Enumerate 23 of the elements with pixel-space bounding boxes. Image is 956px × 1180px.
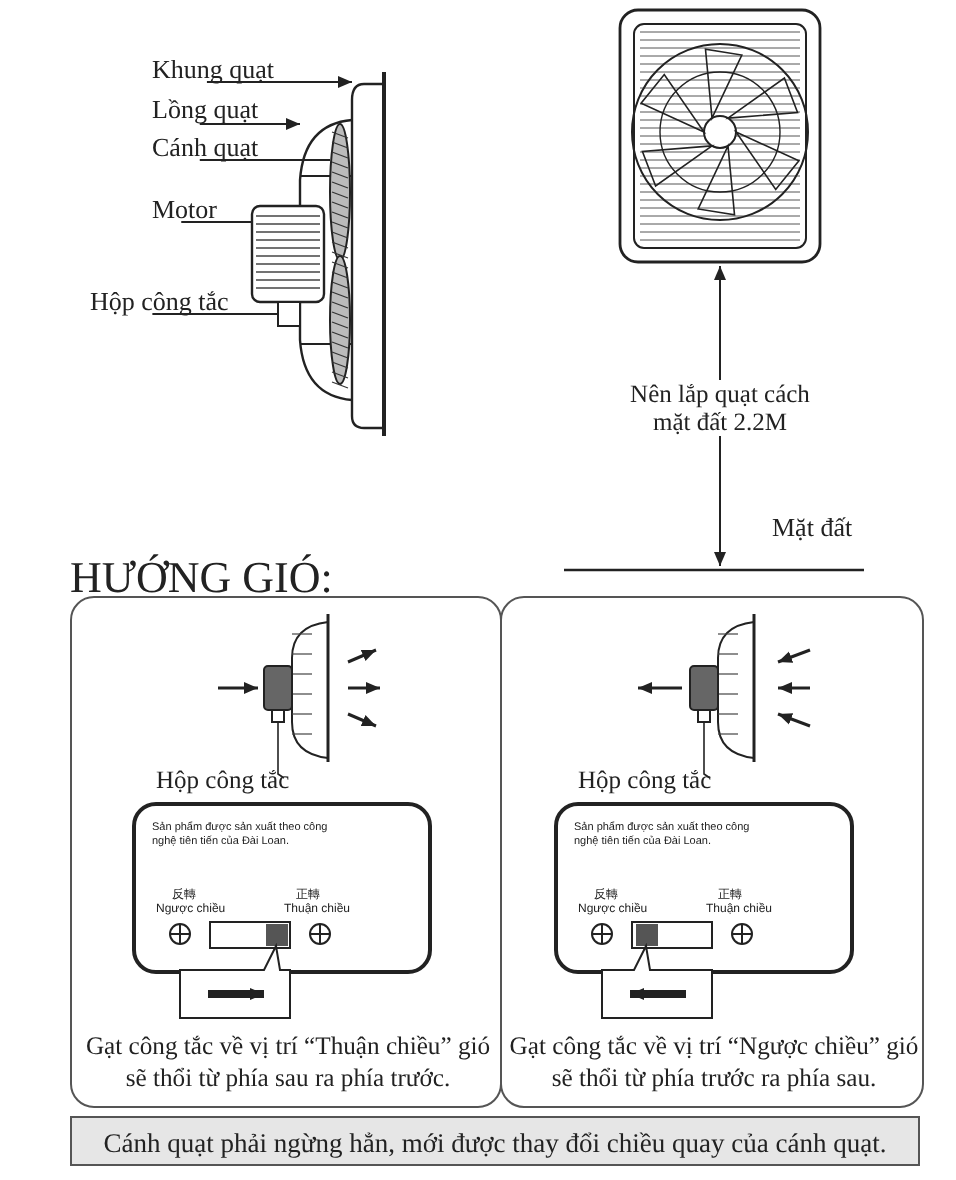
leader-line [180, 221, 253, 223]
part-label: Lồng quạt [152, 96, 259, 124]
fan-blade [329, 123, 351, 389]
fan-frame [350, 72, 386, 436]
part-label: Cánh quạt [152, 134, 259, 162]
leader-line [198, 159, 331, 161]
switch-box [277, 301, 301, 327]
motor-drawing [250, 204, 326, 304]
instruction-text: Gạt công tắc về vị trí “Thuận chiều” gió sẽ thổi từ phía sau ra phía trước. [83, 1030, 493, 1094]
leader-line [151, 313, 279, 315]
warning-note: Cánh quạt phải ngừng hẳn, mới được thay đổi chiều quay của cánh quạt. [70, 1116, 920, 1166]
part-label: Hộp công tắc [90, 288, 229, 316]
part-label: Motor [152, 196, 217, 224]
ground-label: Mặt đất [772, 514, 853, 542]
leader-line [198, 118, 301, 130]
instruction-text: Gạt công tắc về vị trí “Ngược chiều” gió sẽ thổi từ phía trước ra phía sau. [508, 1030, 920, 1094]
instruction-panel [500, 596, 924, 1108]
leader-line [205, 76, 353, 88]
switch-box-heading: Hộp công tắc [578, 766, 712, 794]
section-heading: HƯỚNG GIÓ: [70, 554, 333, 602]
part-label: Khung quạt [152, 56, 275, 84]
switch-box-heading: Hộp công tắc [156, 766, 290, 794]
instruction-panel [70, 596, 502, 1108]
